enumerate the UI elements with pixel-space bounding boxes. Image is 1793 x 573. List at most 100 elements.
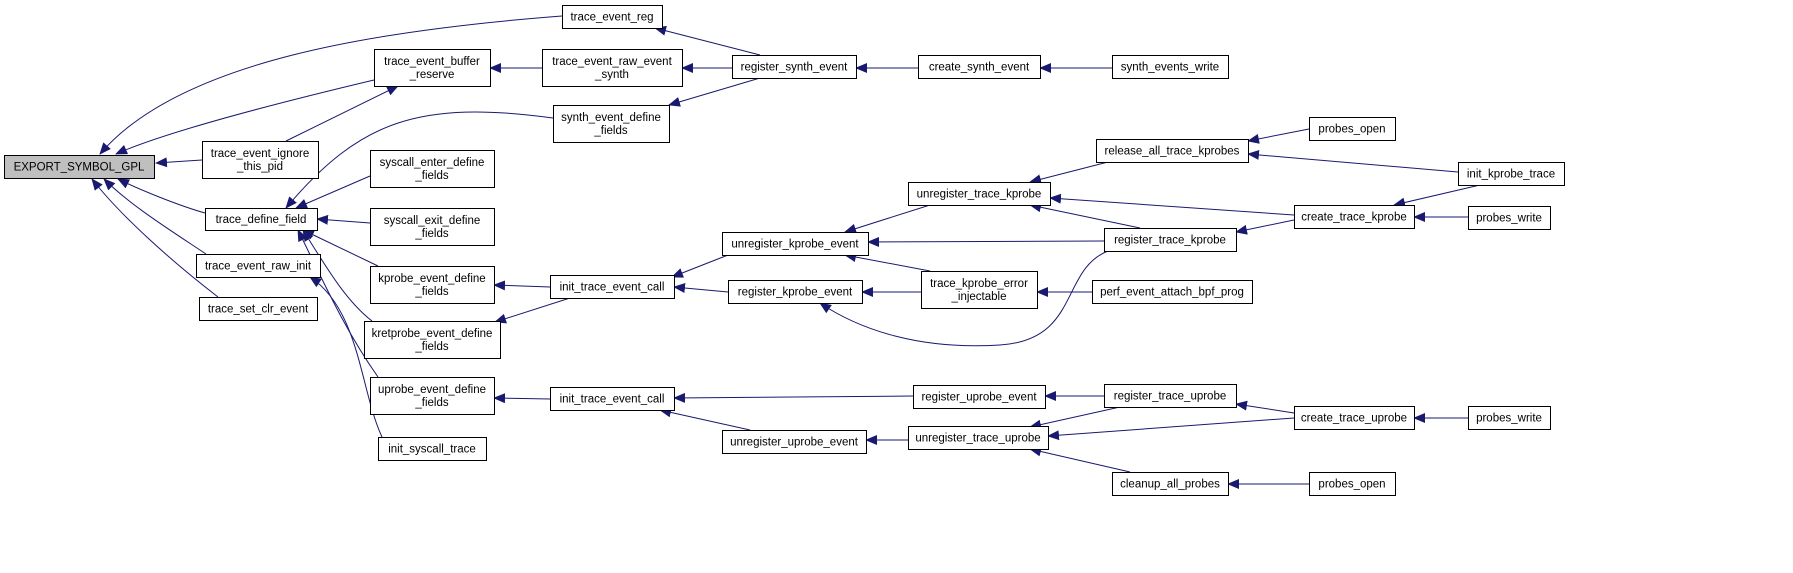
node-uedf[interactable]: uprobe_event_define_fields	[370, 377, 495, 415]
node-rue[interactable]: register_uprobe_event	[913, 385, 1046, 409]
node-ikt[interactable]: init_kprobe_trace	[1458, 162, 1565, 186]
edge-ratk-to-utk	[1029, 161, 1109, 185]
node-label: probes_open	[1318, 124, 1385, 136]
node-box	[1096, 139, 1249, 163]
node-tdf[interactable]: trace_define_field	[205, 208, 318, 231]
node-teip[interactable]: trace_event_ignore_this_pid	[202, 141, 319, 179]
edge-ikt-to-ratk	[1247, 149, 1459, 173]
node-ctk[interactable]: create_trace_kprobe	[1294, 205, 1415, 229]
node-box	[370, 150, 495, 188]
node-label: _fields	[414, 170, 448, 182]
edge-ist-to-teri	[309, 276, 383, 438]
node-cse[interactable]: create_synth_event	[918, 55, 1041, 79]
node-label: syscall_enter_define	[380, 157, 485, 169]
node-ter[interactable]: trace_event_reg	[562, 5, 663, 29]
node-box	[918, 55, 1041, 79]
node-po2[interactable]: probes_open	[1309, 472, 1396, 496]
node-utk[interactable]: unregister_trace_kprobe	[908, 182, 1051, 206]
edge-ter-to-root	[99, 15, 563, 155]
node-kedf[interactable]: kprobe_event_define_fields	[370, 266, 495, 304]
node-itec2[interactable]: init_trace_event_call	[550, 387, 675, 411]
edge-rtk-to-utk	[1029, 202, 1141, 229]
edge-utk-to-ukpe	[844, 204, 931, 234]
edge-uedf-to-tdf	[297, 229, 379, 378]
node-label: _reserve	[409, 69, 455, 81]
node-label: register_trace_uprobe	[1114, 391, 1227, 403]
node-label: uprobe_event_define	[378, 384, 486, 396]
node-rse[interactable]: register_synth_event	[732, 55, 857, 79]
node-label: probes_write	[1476, 213, 1542, 225]
edge-ikt-to-ctk	[1393, 184, 1481, 208]
edge-teip-to-root	[155, 157, 203, 168]
node-rtu[interactable]: register_trace_uprobe	[1104, 384, 1237, 408]
node-tsce[interactable]: trace_set_clr_event	[199, 297, 318, 321]
node-krdf[interactable]: kretprobe_event_define_fields	[364, 321, 501, 359]
node-pw2[interactable]: probes_write	[1468, 406, 1551, 430]
node-label: _fields	[593, 125, 627, 137]
edge-ctu-to-rtu	[1235, 400, 1295, 414]
node-box	[722, 232, 869, 256]
node-itec1[interactable]: init_trace_event_call	[550, 275, 675, 299]
node-root[interactable]: EXPORT_SYMBOL_GPL	[4, 155, 155, 179]
node-label: trace_event_ignore	[211, 148, 309, 160]
edge-sendf-to-tdf	[295, 175, 371, 209]
node-box	[370, 377, 495, 415]
node-uue[interactable]: unregister_uprobe_event	[722, 430, 867, 454]
edge-sexdf-to-tdf	[316, 214, 371, 225]
node-label: kprobe_event_define	[378, 273, 485, 285]
edge-krdf-to-tdf	[302, 229, 373, 322]
node-pw1[interactable]: probes_write	[1468, 206, 1551, 230]
node-sexdf[interactable]: syscall_exit_define_fields	[370, 208, 495, 246]
node-label: _this_pid	[236, 161, 283, 173]
node-box	[542, 49, 683, 87]
node-teri[interactable]: trace_event_raw_init	[196, 254, 321, 278]
node-rtk[interactable]: register_trace_kprobe	[1104, 228, 1237, 252]
node-box	[205, 208, 318, 231]
node-label: trace_event_reg	[570, 12, 653, 24]
node-box	[550, 387, 675, 411]
edge-tdf-to-root	[117, 178, 206, 214]
edge-itec1-to-krdf	[494, 297, 571, 324]
node-box	[1468, 406, 1551, 430]
node-label: trace_event_raw_init	[205, 261, 312, 273]
node-box	[732, 55, 857, 79]
node-label: trace_kprobe_error	[930, 278, 1028, 290]
node-label: _fields	[414, 228, 448, 240]
node-box	[913, 385, 1046, 409]
node-po1[interactable]: probes_open	[1309, 117, 1396, 141]
node-label: register_trace_kprobe	[1114, 235, 1226, 247]
node-ters[interactable]: trace_event_raw_event_synth	[542, 49, 683, 87]
node-tkei[interactable]: trace_kprobe_error_injectable	[921, 271, 1038, 309]
node-sendf[interactable]: syscall_enter_define_fields	[370, 150, 495, 188]
node-box	[1104, 384, 1237, 408]
node-label: init_kprobe_trace	[1467, 169, 1555, 181]
node-box	[1294, 406, 1415, 430]
node-pebp[interactable]: perf_event_attach_bpf_prog	[1092, 280, 1253, 304]
node-label: unregister_uprobe_event	[730, 437, 859, 449]
node-ukpe[interactable]: unregister_kprobe_event	[722, 232, 869, 256]
node-box	[374, 49, 491, 87]
node-label: create_trace_uprobe	[1301, 413, 1407, 425]
node-cap[interactable]: cleanup_all_probes	[1112, 472, 1229, 496]
node-box	[921, 271, 1038, 309]
node-label: _injectable	[951, 291, 1007, 303]
edge-ctk-to-utk	[1049, 193, 1295, 216]
node-sedf[interactable]: synth_event_define_fields	[553, 105, 670, 143]
node-label: unregister_kprobe_event	[731, 239, 859, 251]
edge-rtu-to-utu	[1029, 406, 1121, 430]
edge-cap-to-utu	[1029, 446, 1131, 473]
node-ist[interactable]: init_syscall_trace	[378, 437, 487, 461]
node-box	[196, 254, 321, 278]
edge-tebr-to-root	[115, 79, 375, 155]
node-utu[interactable]: unregister_trace_uprobe	[908, 426, 1049, 450]
node-box	[1092, 280, 1253, 304]
node-sew[interactable]: synth_events_write	[1112, 55, 1229, 79]
node-label: register_uprobe_event	[921, 392, 1037, 404]
node-tebr[interactable]: trace_event_buffer_reserve	[374, 49, 491, 87]
node-label: trace_event_raw_event	[552, 56, 672, 68]
node-ratk[interactable]: release_all_trace_kprobes	[1096, 139, 1249, 163]
node-ctu[interactable]: create_trace_uprobe	[1294, 406, 1415, 430]
node-box	[550, 275, 675, 299]
node-label: trace_define_field	[216, 214, 307, 226]
node-rkpe[interactable]: register_kprobe_event	[728, 280, 863, 304]
